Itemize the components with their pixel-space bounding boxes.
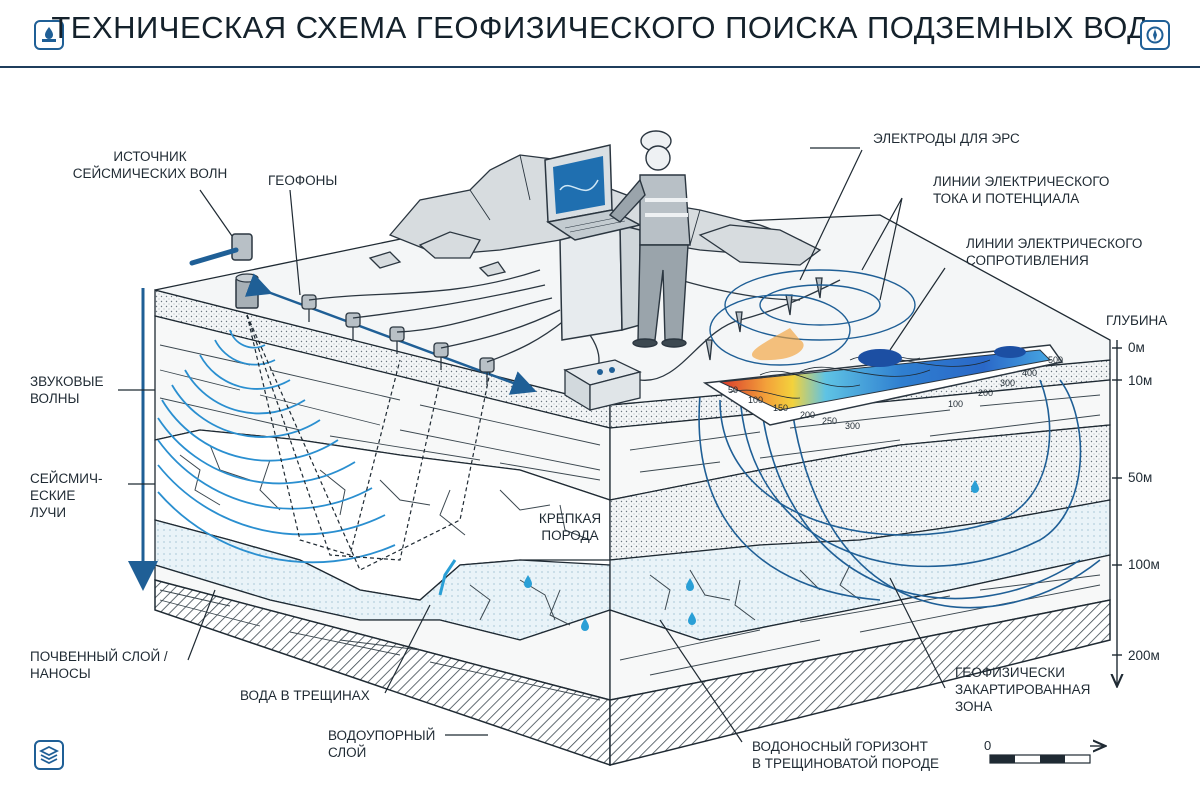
depth-tick-200: 200м — [1128, 648, 1160, 663]
compass-button[interactable] — [1140, 20, 1170, 50]
water-well-icon — [42, 27, 56, 42]
depth-axis-title: ГЛУБИНА — [1106, 313, 1168, 328]
label-geophones: ГЕОФОНЫ — [268, 173, 338, 188]
map-x-tick: 100 — [748, 395, 764, 405]
label-water-in-cracks: ВОДА В ТРЕЩИНАХ — [240, 688, 370, 703]
label-seismic-source: ИСТОЧНИК СЕЙСМИЧЕСКИХ ВОЛН — [72, 149, 228, 181]
depth-tick-100: 100м — [1128, 557, 1160, 572]
resistivity-map — [702, 328, 1064, 426]
layers-icon — [39, 745, 59, 765]
operator-figure — [608, 130, 691, 348]
map-y-tick: 400 — [1022, 368, 1038, 378]
label-hard-rock: КРЕПКАЯ ПОРОДА — [538, 511, 602, 543]
title-divider — [0, 66, 1200, 68]
scale-bar — [989, 746, 1104, 764]
water-well-button[interactable] — [34, 20, 64, 50]
map-y-tick: 500 — [1048, 355, 1064, 365]
map-x-tick: 300 — [845, 421, 861, 431]
water-drop-icon — [524, 575, 589, 631]
label-sound-waves: ЗВУКОВЫЕ ВОЛНЫ — [30, 374, 104, 406]
depth-tick-10: 10м — [1128, 373, 1153, 388]
control-console — [544, 144, 643, 341]
water-drop-icon — [686, 480, 979, 625]
label-mapped-zone: ГЕОФИЗИЧЕСКИ ЗАКАРТИРОВАННАЯ ЗОНА — [955, 665, 1091, 714]
depth-tick-50: 50м — [1128, 470, 1153, 485]
compass-icon — [1146, 26, 1164, 44]
label-aquifer: ВОДОНОСНЫЙ ГОРИЗОНТ В ТРЕЩИНОВАТОЙ ПОРОД… — [752, 739, 939, 771]
recorder-box — [563, 359, 642, 412]
depth-axis — [1112, 340, 1122, 685]
map-x-tick: 150 — [773, 403, 789, 413]
label-soil-layer: ПОЧВЕННЫЙ СЛОЙ / НАНОСЫ — [30, 649, 168, 681]
label-resistivity-lines: ЛИНИИ ЭЛЕКТРИЧЕСКОГО СОПРОТИВЛЕНИЯ — [966, 236, 1143, 268]
label-ers-electrodes: ЭЛЕКТРОДЫ ДЛЯ ЭРС — [873, 131, 1020, 146]
map-x-tick: 250 — [822, 416, 838, 426]
depth-tick-0: 0м — [1128, 340, 1145, 355]
page-title: ТЕХНИЧЕСКАЯ СХЕМА ГЕОФИЗИЧЕСКОГО ПОИСКА … — [51, 10, 1149, 45]
right-face — [609, 359, 1111, 766]
ers-electrodes — [705, 277, 823, 361]
map-x-tick: 200 — [800, 410, 816, 420]
label-aquiclude: ВОДОУПОРНЫЙ СЛОЙ — [328, 728, 436, 760]
label-seismic-rays: СЕЙСМИЧ- ЕСКИЕ ЛУЧИ — [30, 471, 103, 520]
map-y-tick: 200 — [978, 388, 994, 398]
map-y-tick: 100 — [948, 399, 964, 409]
label-current-lines: ЛИНИИ ЭЛЕКТРИЧЕСКОГО ТОКА И ПОТЕНЦИАЛА — [933, 174, 1110, 206]
map-y-tick: 300 — [1000, 378, 1016, 388]
map-x-tick: 50 — [728, 385, 739, 395]
layers-button[interactable] — [34, 740, 64, 770]
scale-zero-label: 0 — [984, 738, 992, 753]
geophones — [301, 294, 495, 385]
